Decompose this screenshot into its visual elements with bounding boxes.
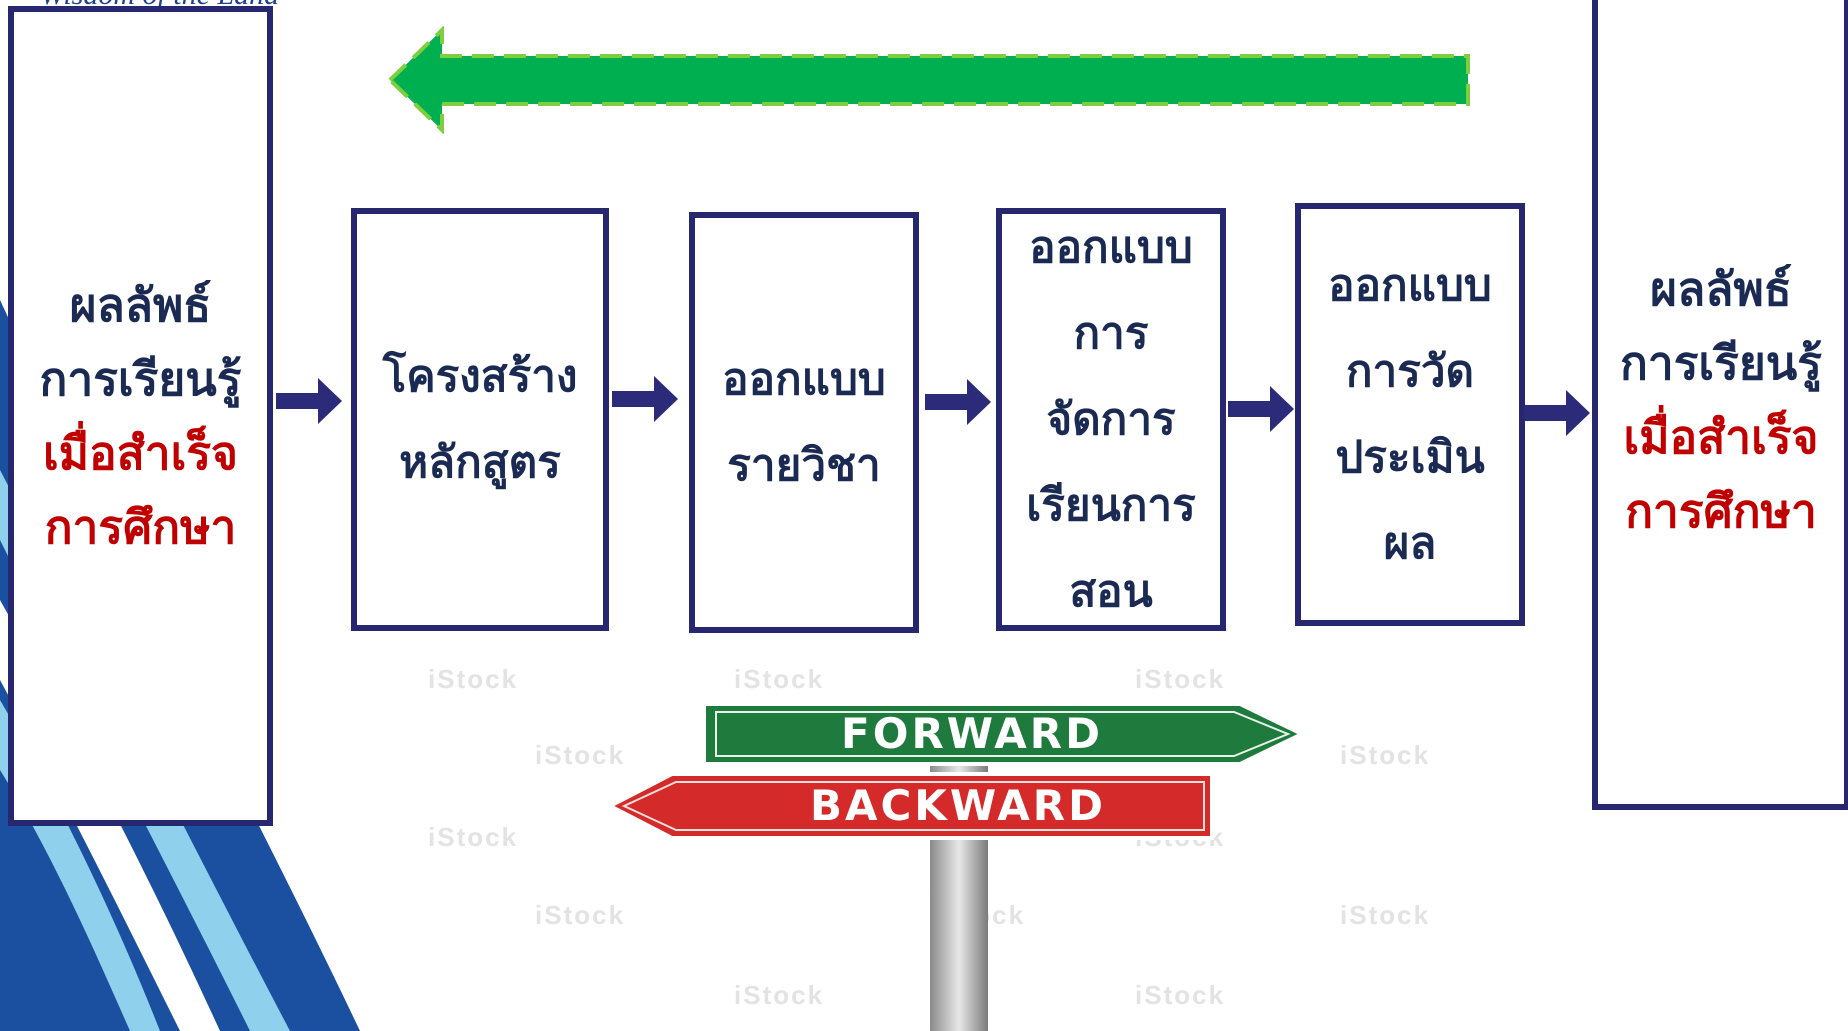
step-curriculum-structure-box: โครงสร้าง หลักสูตร — [351, 208, 609, 631]
right-arrow-icon — [925, 379, 991, 425]
watermark: iStock — [1135, 980, 1226, 1010]
watermark: iStock — [535, 740, 626, 770]
step-label: สอน — [1069, 565, 1153, 617]
right-arrow-icon — [1228, 386, 1294, 432]
backward-sign — [605, 772, 1214, 840]
step-label: การ — [1073, 307, 1149, 359]
forward-backward-signpost: FORWARD BACKWARD — [605, 702, 1307, 1031]
watermark: iStock — [428, 664, 519, 694]
watermark: iStock — [535, 900, 626, 930]
big-backward-arrow — [387, 26, 1470, 134]
step-course-design-box: ออกแบบ รายวิชา — [689, 212, 919, 633]
step-label: หลักสูตร — [399, 436, 561, 488]
outcome-label-2: การเรียนรู้ — [1620, 336, 1822, 390]
outcome-label-4: การศึกษา — [1625, 484, 1817, 538]
step-label: ออกแบบ — [1029, 221, 1193, 273]
step-label: รายวิชา — [727, 439, 881, 491]
step-label: ออกแบบ — [1328, 259, 1492, 311]
watermark: iStock — [1340, 740, 1431, 770]
step-teaching-design-box: ออกแบบ การ จัดการ เรียนการ สอน — [996, 208, 1226, 631]
watermark: iStock — [1340, 900, 1431, 930]
watermark: iStock — [428, 822, 519, 852]
step-label: โครงสร้าง — [382, 350, 578, 402]
outcome-label-1: ผลลัพธ์ — [1650, 262, 1792, 316]
step-label: ผล — [1383, 517, 1437, 569]
step-label: เรียนการ — [1026, 479, 1196, 531]
forward-sign-text: FORWARD — [841, 709, 1103, 758]
watermark: iStock — [734, 664, 825, 694]
right-arrow-icon — [276, 378, 342, 424]
right-outcome-box: ผลลัพธ์ การเรียนรู้ เมื่อสำเร็จ การศึกษา — [1592, 0, 1848, 810]
outcome-label-2: การเรียนรู้ — [39, 352, 242, 406]
step-label: จัดการ — [1046, 393, 1176, 445]
outcome-label-1: ผลลัพธ์ — [69, 278, 212, 332]
backward-sign-text: BACKWARD — [810, 781, 1106, 830]
right-arrow-icon — [612, 376, 678, 422]
outcome-label-4: การศึกษา — [44, 500, 237, 554]
outcome-label-3: เมื่อสำเร็จ — [1623, 410, 1819, 464]
top-cut-text: Wisdom of the Land — [40, 0, 279, 12]
watermark: iStock — [1135, 664, 1226, 694]
watermark: iStock — [734, 980, 825, 1010]
step-assessment-design-box: ออกแบบ การวัด ประเมิน ผล — [1295, 203, 1525, 626]
step-label: ประเมิน — [1335, 431, 1485, 483]
step-label: ออกแบบ — [722, 353, 886, 405]
outcome-label-3: เมื่อสำเร็จ — [43, 426, 238, 480]
step-label: การวัด — [1345, 345, 1475, 397]
right-arrow-icon — [1524, 390, 1590, 436]
left-outcome-box: ผลลัพธ์ การเรียนรู้ เมื่อสำเร็จ การศึกษา — [8, 6, 273, 826]
forward-sign — [702, 702, 1307, 766]
